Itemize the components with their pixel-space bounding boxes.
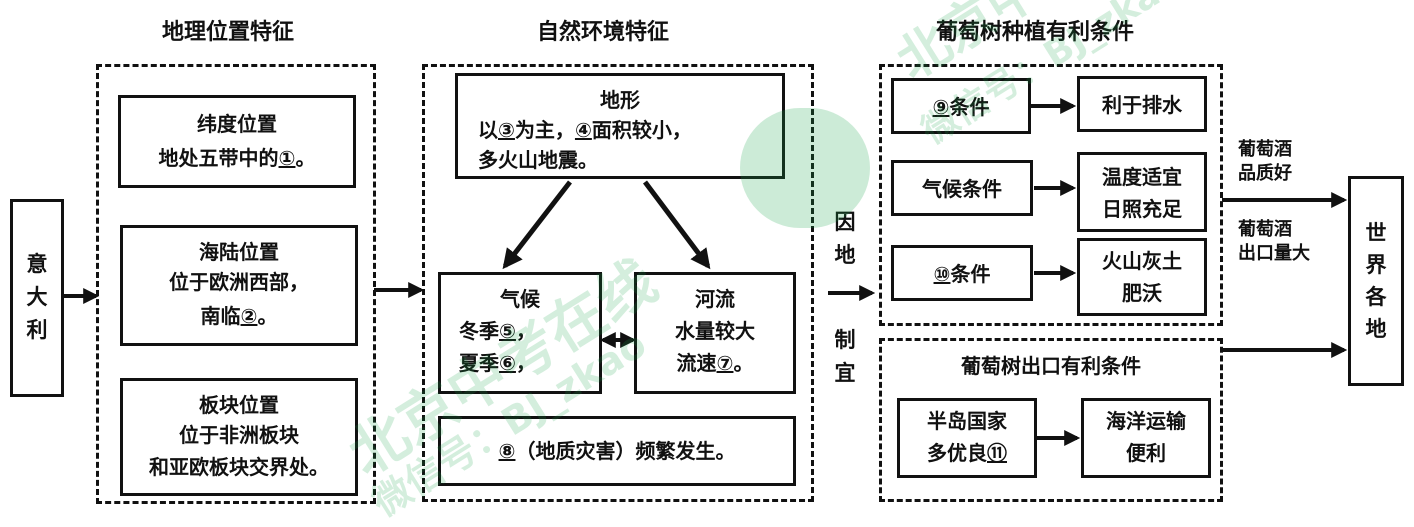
blank-10: ⑩ (933, 262, 951, 286)
terrain-line1: 以③为主，④面积较小， (478, 116, 692, 144)
geo-group (96, 64, 376, 504)
heading-grape: 葡萄树种植有利条件 (936, 20, 1135, 45)
temp-box: 温度适宜 日照充足 (1077, 152, 1207, 232)
blank-6: ⑥ (499, 351, 516, 375)
grape-group (879, 64, 1223, 326)
export-title: 葡萄树出口有利条件 (961, 354, 1141, 378)
peninsula-box: 半岛国家 多优良⑪ (897, 398, 1037, 478)
latitude-text: 地处五带中的 (158, 146, 279, 170)
river-line2: 流速⑦。 (637, 349, 793, 377)
watermark-logo (740, 108, 870, 228)
cond10-box: ⑩条件 (891, 245, 1033, 301)
river-line1: 水量较大 (675, 319, 755, 343)
climate-summer: 夏季⑥， (459, 349, 536, 377)
latitude-title: 纬度位置 (197, 112, 277, 136)
cond9-label: ⑨条件 (894, 93, 1028, 121)
heading-nature: 自然环境特征 (537, 20, 670, 45)
temp-line2: 日照充足 (1102, 197, 1182, 221)
export-group (879, 338, 1223, 502)
terrain-box: 地形 以③为主，④面积较小， 多火山地震。 (455, 73, 785, 179)
river-title: 河流 (695, 287, 735, 311)
terrain-text-mid: 为主， (514, 118, 575, 142)
latitude-box: 纬度位置 地处五带中的①。 (118, 95, 356, 188)
sea-land-title: 海陆位置 (199, 240, 279, 264)
blank-3: ③ (498, 118, 515, 142)
blank-11: ⑪ (987, 441, 1007, 465)
terrain-text-pre: 以 (478, 118, 498, 142)
soil-box: 火山灰土 肥沃 (1077, 238, 1207, 316)
peninsula-line1: 半岛国家 (927, 409, 1007, 433)
blank-4: ④ (574, 118, 592, 142)
temp-line1: 温度适宜 (1102, 165, 1182, 189)
climate-winter: 冬季⑤， (459, 317, 536, 345)
blank-9: ⑨ (932, 95, 950, 119)
italy-box: 意大利 (10, 199, 64, 397)
label-zhiyi: 制宜 (834, 328, 856, 385)
summer-label: 夏季 (459, 351, 499, 375)
world-box: 世界各地 (1348, 176, 1404, 386)
soil-line2: 肥沃 (1122, 281, 1162, 305)
plate-box: 板块位置 位于非洲板块 和亚欧板块交界处。 (120, 378, 358, 496)
sea-land-line2: 南临②。 (123, 302, 355, 330)
river-end: 。 (733, 351, 754, 375)
climate-box: 气候 冬季⑤， 夏季⑥， (438, 272, 602, 394)
winter-end: ， (515, 319, 536, 343)
peninsula-line2: 多优良⑪ (900, 439, 1034, 467)
drain-label: 利于排水 (1102, 93, 1182, 117)
connector-arrows (63, 98, 1348, 446)
nature-group (422, 64, 814, 502)
italy-label: 意大利 (26, 252, 48, 342)
sea-land-line1: 位于欧洲西部， (169, 270, 309, 294)
climate-title: 气候 (500, 287, 540, 311)
cond9-text: 条件 (949, 95, 990, 119)
cond9-box: ⑨条件 (891, 78, 1031, 134)
winter-label: 冬季 (459, 319, 499, 343)
heading-geo: 地理位置特征 (162, 20, 295, 45)
world-label: 世界各地 (1365, 221, 1387, 341)
summer-end: ， (515, 351, 536, 375)
terrain-text-post: 面积较小， (591, 118, 692, 142)
shipping-line1: 海洋运输 (1106, 409, 1186, 433)
blank-1: ① (278, 146, 296, 170)
plate-line2: 和亚欧板块交界处。 (149, 455, 329, 479)
river-box: 河流 水量较大 流速⑦。 (634, 272, 796, 394)
blank-8: ⑧ (498, 439, 516, 463)
wine-quality-line1: 葡萄酒 (1238, 139, 1292, 160)
hazard-line: ⑧（地质灾害）频繁发生。 (441, 437, 793, 465)
hazard-text: （地质灾害）频繁发生。 (515, 439, 736, 463)
wine-export-line2: 出口量大 (1238, 243, 1310, 264)
wine-export-line1: 葡萄酒 (1238, 219, 1292, 240)
shipping-line2: 便利 (1126, 441, 1166, 465)
wine-quality-line2: 品质好 (1238, 163, 1292, 184)
sea-land-end: 。 (257, 304, 278, 328)
hazard-box: ⑧（地质灾害）频繁发生。 (438, 416, 796, 486)
peninsula-text: 多优良 (927, 441, 987, 465)
label-yindi: 因地 (834, 210, 856, 267)
terrain-title: 地形 (600, 88, 640, 112)
latitude-line: 地处五带中的①。 (121, 144, 353, 172)
cond10-label: ⑩条件 (894, 260, 1030, 288)
drain-box: 利于排水 (1077, 76, 1207, 132)
plate-line1: 位于非洲板块 (179, 423, 299, 447)
blank-7: ⑦ (716, 351, 734, 375)
blank-2: ② (240, 304, 258, 328)
climate-cond-label: 气候条件 (922, 177, 1002, 201)
latitude-end: 。 (295, 146, 316, 170)
shipping-box: 海洋运输 便利 (1081, 398, 1211, 478)
sea-land-box: 海陆位置 位于欧洲西部， 南临②。 (120, 225, 358, 346)
climate-cond-box: 气候条件 (891, 160, 1033, 216)
blank-5: ⑤ (499, 319, 516, 343)
cond10-text: 条件 (950, 262, 991, 286)
soil-line1: 火山灰土 (1102, 249, 1182, 273)
river-text: 流速 (676, 351, 717, 375)
terrain-line2: 多火山地震。 (478, 148, 598, 172)
sea-land-text: 南临 (200, 304, 241, 328)
plate-title: 板块位置 (199, 393, 279, 417)
